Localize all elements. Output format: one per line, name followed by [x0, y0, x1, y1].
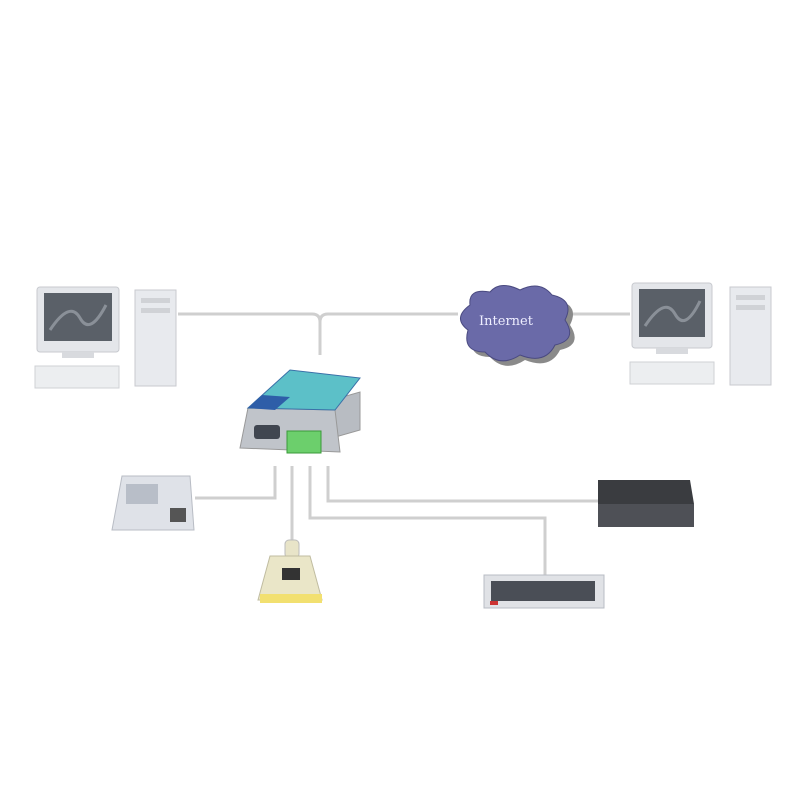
dvr-box	[598, 480, 694, 527]
connectors	[178, 312, 630, 575]
keyboard-icon	[34, 365, 120, 389]
connector-dvr	[326, 466, 598, 503]
right-computer	[629, 282, 772, 386]
connector-display	[308, 466, 547, 575]
db9-port-icon	[254, 425, 280, 439]
tower-icon	[729, 286, 772, 386]
display-device	[483, 574, 605, 609]
barcode-scanner	[257, 539, 323, 603]
internet-cloud: Internet	[460, 285, 575, 366]
terminal-block-icon	[286, 430, 322, 454]
connector-internet	[318, 312, 458, 323]
connector-left-pc	[178, 312, 322, 355]
cloud-icon	[460, 285, 571, 362]
connector-printer	[195, 466, 277, 500]
keyboard-icon	[629, 361, 715, 385]
tower-icon	[134, 289, 177, 387]
dvr-icon	[598, 480, 694, 504]
internet-label: Internet	[479, 314, 534, 329]
serial-device-server	[239, 369, 361, 454]
pos-printer	[111, 475, 195, 531]
left-computer	[34, 286, 177, 389]
